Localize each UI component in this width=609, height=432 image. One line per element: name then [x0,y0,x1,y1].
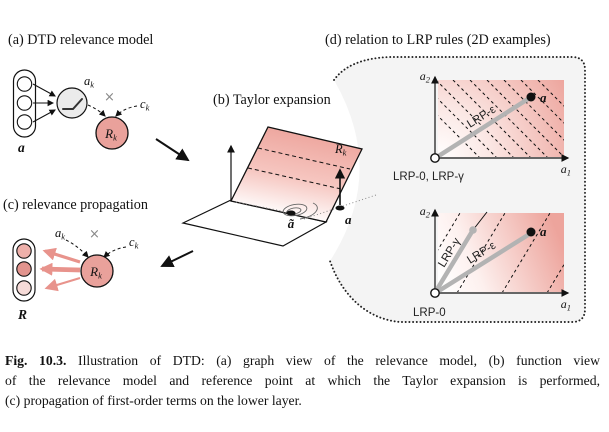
constant-label: ck [140,97,150,113]
output-relevance-label: R [17,307,27,322]
activation-label: ak [55,226,65,242]
top-lrp-eps-line [434,96,531,160]
multiply-icon: × [104,90,115,105]
bottom-ylabel: a2 [420,204,431,220]
panel-c: (c) relevance propagation R ak × ck Rk [3,197,148,322]
input-neuron [16,95,33,111]
relevance-flow-arrow [42,247,81,264]
caption-fig-tag: Fig. 10.3. [5,353,67,368]
caption-line-3: (c) propagation of first-order terms on … [5,393,302,408]
panel-a-title: (a) DTD relevance model [8,32,153,48]
top-point-a [526,92,536,102]
panel-b-title: (b) Taylor expansion [213,92,331,108]
lrp-plot-top: a LRP-ε a2 a1 LRP-0, LRP-γ [393,69,571,183]
top-xlabel: a1 [561,162,571,178]
relevance-value-label: Rk [334,142,347,158]
bottom-gamma-point [469,226,477,234]
dashed-activation-arrow [87,104,106,117]
bubble-dotted-border [329,56,586,323]
dashed-activation-arrow [65,239,89,258]
figure-caption: Fig. 10.3. Illustration of DTD: (a) grap… [5,351,600,411]
bottom-origin-label: LRP-0 [413,307,446,319]
figure-canvas: (d) relation to LRP rules (2D examples) … [3,32,586,323]
relu-neuron [56,87,88,119]
panel-d-title: (d) relation to LRP rules (2D examples) [325,32,551,48]
activation-label: ak [84,74,94,90]
lower-neuron [16,261,32,277]
dashed-constant-arrow [103,246,127,258]
data-point [335,205,345,211]
multiply-icon: × [89,227,100,242]
lower-neuron [16,243,32,259]
weight-arrow [32,83,56,97]
input-neuron [16,114,33,130]
caption-line-2: of the relevance model and reference poi… [5,373,600,388]
lower-neuron [16,280,32,296]
constant-label: ck [129,235,139,251]
dashed-constant-arrow [115,105,138,117]
relu-icon [62,98,83,110]
bottom-point-a-label: a [540,224,547,239]
relevance-flow-arrow [44,276,81,292]
reference-point-label: ã [288,216,295,231]
panel-d: (d) relation to LRP rules (2D examples) … [325,32,586,323]
weight-arrow [32,109,56,123]
panel-b: (b) Taylor expansion ã a Rk [181,92,377,247]
top-plot-contours [438,80,564,157]
panel-c-title: (c) relevance propagation [3,197,148,213]
bottom-origin-point [430,288,440,298]
top-point-a-label: a [540,90,547,105]
top-ylabel: a2 [420,69,431,85]
relevance-label: Rk [89,264,102,281]
bottom-lrp-eps-line [434,232,531,295]
top-origin-label: LRP-0, LRP-γ [393,171,464,183]
caption-line-1: Fig. 10.3. Illustration of DTD: (a) grap… [5,353,600,368]
plane-contour [257,147,351,170]
bottom-xlabel: a1 [561,297,571,313]
taylor-plane [230,126,363,223]
input-vector-label: a [18,140,25,155]
top-origin-point [430,153,440,163]
panel-a: (a) DTD relevance model a ak × ck Rk [8,32,153,155]
lrp-plot-bottom: a LRP-γ LRP-ε a2 a1 LRP-0 [413,204,571,319]
relevance-label: Rk [104,126,117,143]
bottom-lrp-gamma-line [433,227,476,294]
bottom-gamma-extension [472,211,488,231]
plane-contour [247,167,342,190]
input-neuron [16,76,33,92]
reference-point [286,210,296,216]
relevance-neuron [80,254,114,288]
relevance-flow-arrow [39,262,81,276]
arrow-a-to-b [155,138,190,162]
relevance-neuron [95,116,129,150]
bottom-point-a [526,227,536,237]
arrow-b-to-c [160,250,194,268]
data-point-label: a [345,212,352,227]
